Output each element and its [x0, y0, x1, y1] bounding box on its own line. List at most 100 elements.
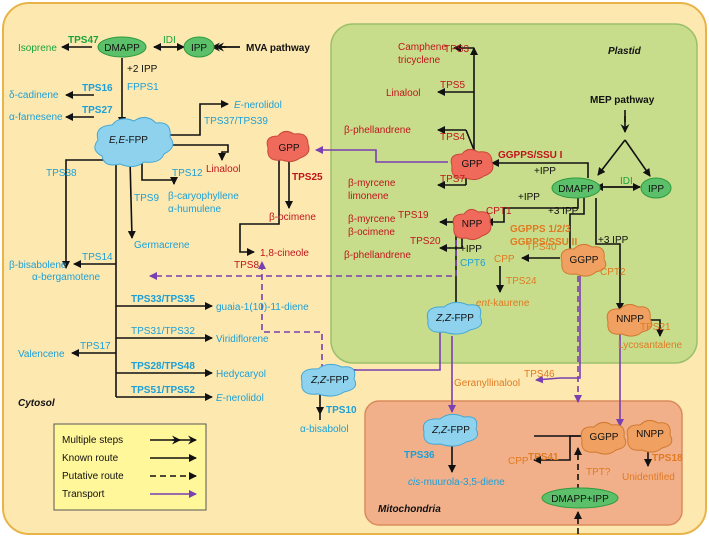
product-cis-muurola: cis-muurola-3,5-diene — [408, 477, 505, 488]
arrow-fpp-caryophyllene — [141, 160, 178, 185]
enzyme-tps18: TPS18 — [652, 453, 683, 464]
node-nnpp-mito — [626, 419, 673, 453]
legend: Multiple steps Known route Putative rout… — [53, 423, 207, 511]
enzyme-tpt: TPT? — [586, 467, 611, 478]
product-cineole: 1,8-cineole — [260, 248, 309, 259]
arrow-fpp-bergamotene — [62, 159, 104, 269]
enzyme-tps20: TPS20 — [410, 236, 441, 247]
product-lycosantalene: Lycosantalene — [618, 340, 683, 351]
node-ggpp-plastid — [560, 243, 607, 277]
enzyme-tps9: TPS9 — [134, 193, 159, 204]
node-ipp-cytosol — [183, 36, 215, 58]
enzyme-tps17: TPS17 — [80, 341, 111, 352]
enzyme-tps41: TPS41 — [528, 452, 559, 463]
product-germacrene: Germacrene — [134, 240, 190, 251]
node-gpp-plastid-label: GPP — [461, 159, 482, 170]
arrow-nnpp-lyco — [650, 319, 664, 337]
arrow-mep-right — [624, 139, 651, 177]
enzyme-tps37-39: TPS37/TPS39 — [204, 116, 268, 127]
product-valencene: Valencene — [18, 349, 65, 360]
node-ggpp-mito — [580, 421, 627, 455]
product-hedycaryol: Hedycaryol — [216, 369, 266, 380]
enzyme-tps47: TPS47 — [68, 35, 99, 46]
product-e-nerolidol-b: E-nerolidol — [216, 393, 264, 404]
enzyme-plus3ipp-a: +3 IPP — [548, 206, 579, 217]
arrow-fpp-linalool — [168, 144, 229, 161]
node-zzfpp-cytosol-label: Z,Z-FPP — [310, 375, 349, 386]
enzyme-tps21: TPS21 — [640, 322, 671, 333]
product-cpp: CPP — [494, 254, 515, 265]
enzyme-tps31-32: TPS31/TPS32 — [131, 326, 195, 337]
product-a-humulene: α-humulene — [168, 204, 221, 215]
node-gpp-plastid — [450, 148, 494, 181]
node-nnpp-plastid — [606, 303, 653, 337]
enzyme-tps33-35: TPS33/TPS35 — [131, 294, 195, 305]
enzyme-tps38: TPS38 — [46, 168, 77, 179]
node-zzfpp-plastid-label: Z,Z-FPP — [435, 313, 474, 324]
product-linalool-cytosol: Linalool — [206, 164, 240, 175]
legend-putative-label: Putative route — [62, 471, 124, 482]
product-viridiflorene: Viridiflorene — [216, 334, 269, 345]
product-unidentified: Unidentified — [622, 472, 675, 483]
product-tricyclene: tricyclene — [398, 55, 441, 66]
enzyme-tps36: TPS36 — [404, 450, 435, 461]
enzyme-tps24: TPS24 — [506, 276, 537, 287]
enzyme-idi-cytosol: IDI — [163, 35, 176, 46]
mva-pathway-label: MVA pathway — [246, 43, 310, 54]
legend-known-label: Known route — [62, 453, 119, 464]
enzyme-ggpps-ssu1: GGPPS/SSU I — [498, 150, 563, 161]
cytosol-label: Cytosol — [18, 398, 55, 409]
node-dmapp-plastid-label: DMAPP — [558, 184, 594, 195]
enzyme-cpt1: CPT1 — [486, 206, 512, 217]
enzyme-tps8: TPS8 — [234, 260, 259, 271]
product-geranyllinalool: Geranyllinalool — [454, 378, 520, 389]
transport-geranyllinalool-line — [560, 266, 581, 379]
arrow-fpp-germacrene — [127, 159, 136, 239]
putative-npp-cytosol — [149, 240, 457, 280]
node-gpp-cytosol — [266, 130, 310, 163]
node-ipp-plastid-label: IPP — [648, 184, 664, 195]
product-isoprene: Isoprene — [18, 43, 57, 54]
arrow-mep-left — [597, 139, 626, 176]
enzyme-tps3: TPS3 — [444, 44, 469, 55]
node-eefpp — [94, 117, 174, 168]
enzyme-plus-ipp-a: +IPP — [534, 166, 556, 177]
arrow-gpp-link — [465, 129, 475, 151]
product-limonene: limonene — [348, 191, 389, 202]
product-b-phellandrene-a: β-phellandrene — [344, 125, 411, 136]
transport-ggpp-geranyllinalool — [535, 375, 561, 384]
enzyme-plus3ipp-b: +3 IPP — [598, 235, 629, 246]
arrow-dmapp-ggpp — [566, 198, 585, 257]
node-zzfpp-cytosol — [300, 363, 357, 397]
product-ent-kaurene: ent-kaurene — [476, 298, 530, 309]
product-a-bergamotene: α-bergamotene — [32, 272, 100, 283]
enzyme-tps7: TPS7 — [440, 174, 465, 185]
node-ggpp-plastid-label: GGPP — [570, 255, 599, 266]
enzyme-tps10: TPS10 — [326, 405, 357, 416]
node-zzfpp-mito-label: Z,Z-FPP — [431, 425, 470, 436]
node-npp-plastid — [452, 208, 492, 241]
product-a-farnesene: α-farnesene — [9, 112, 63, 123]
enzyme-cpt2: CPT2 — [600, 267, 626, 278]
enzyme-tps25: TPS25 — [292, 172, 323, 183]
product-d-cadinene: δ-cadinene — [9, 90, 59, 101]
enzyme-plus-ipp-b: +IPP — [518, 192, 540, 203]
product-b-caryophyllene: β-caryophyllene — [168, 191, 239, 202]
node-zzfpp-plastid — [426, 301, 483, 335]
node-eefpp-prefix: E,E-FPP — [109, 135, 148, 146]
node-npp-plastid-label: NPP — [462, 219, 483, 230]
enzyme-tps27: TPS27 — [82, 105, 113, 116]
node-dmapp-cytosol-label: DMAPP — [104, 43, 140, 54]
legend-transport-label: Transport — [62, 489, 105, 500]
product-cpp-mito: CPP — [508, 456, 529, 467]
product-a-bisabolol: α-bisabolol — [300, 424, 349, 435]
enzyme-tps46: TPS46 — [524, 369, 555, 380]
arrow-fpp-enerolidol — [168, 100, 229, 136]
enzyme-idi-plastid: IDI — [620, 176, 633, 187]
enzyme-tps4: TPS4 — [440, 132, 465, 143]
node-dmapp-ipp-mito-label: DMAPP+IPP — [551, 494, 609, 505]
arrow-dmapp-npp — [485, 198, 579, 226]
enzyme-plus2ipp: +2 IPP — [127, 64, 158, 75]
product-b-phellandrene-b: β-phellandrene — [344, 250, 411, 261]
